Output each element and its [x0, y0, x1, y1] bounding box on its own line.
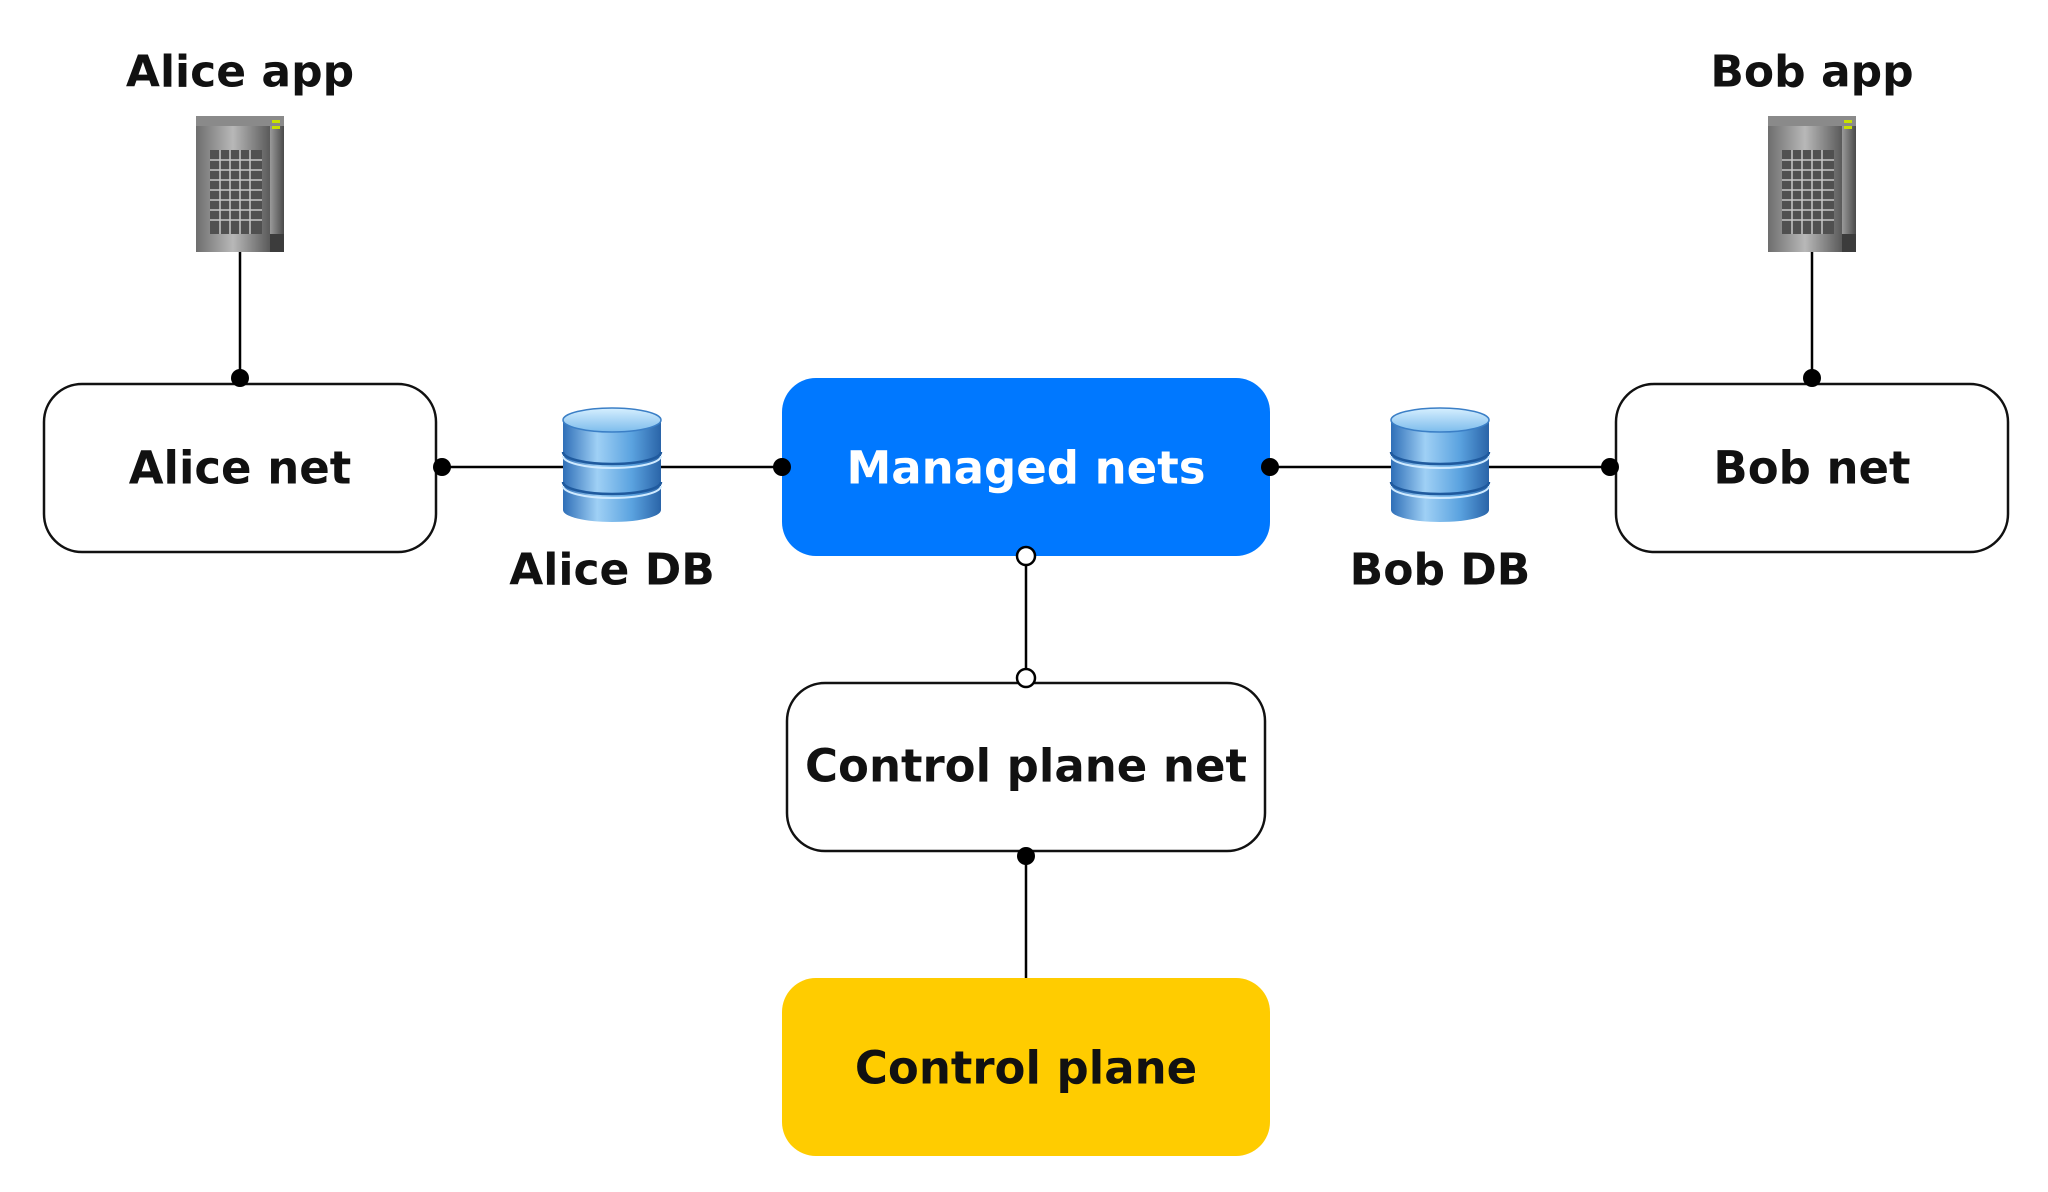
alice-net-label: Alice net	[129, 442, 352, 495]
connector-dot	[1803, 369, 1821, 387]
managed-nets-node[interactable]: Managed nets	[782, 378, 1270, 556]
bob-net-node[interactable]: Bob net	[1614, 382, 2010, 554]
control-plane-net-node[interactable]: Control plane net	[785, 681, 1267, 853]
control-plane-node[interactable]: Control plane	[782, 978, 1270, 1156]
alice-net-node[interactable]: Alice net	[42, 382, 438, 554]
control-plane-net-label: Control plane net	[805, 740, 1247, 793]
alice-db-label: Alice DB	[509, 545, 715, 596]
connector-hollow-dot	[1015, 545, 1037, 567]
database-icon	[1389, 407, 1491, 522]
control-plane-label: Control plane	[855, 1042, 1197, 1095]
bob-net-label: Bob net	[1713, 442, 1910, 495]
managed-nets-label: Managed nets	[846, 442, 1205, 495]
server-icon	[1768, 116, 1856, 252]
connector-dot	[1017, 847, 1035, 865]
bob-app-label: Bob app	[1710, 47, 1913, 98]
server-icon	[196, 116, 284, 252]
connector-dot	[433, 458, 451, 476]
bob-app-node[interactable]: Bob app	[1710, 47, 1914, 253]
connector-dot	[1601, 458, 1619, 476]
alice-app-label: Alice app	[126, 47, 354, 98]
edges	[238, 252, 1814, 978]
alice-db-node[interactable]: Alice DB	[509, 407, 715, 596]
connector-dot	[773, 458, 791, 476]
bob-db-node[interactable]: Bob DB	[1350, 407, 1531, 596]
connector-dot	[231, 369, 249, 387]
connector-hollow-dot	[1015, 667, 1037, 689]
connector-dot	[1261, 458, 1279, 476]
bob-db-label: Bob DB	[1350, 545, 1531, 596]
connection-points	[231, 369, 1821, 865]
alice-app-node[interactable]: Alice app	[126, 47, 354, 253]
database-icon	[561, 407, 663, 522]
